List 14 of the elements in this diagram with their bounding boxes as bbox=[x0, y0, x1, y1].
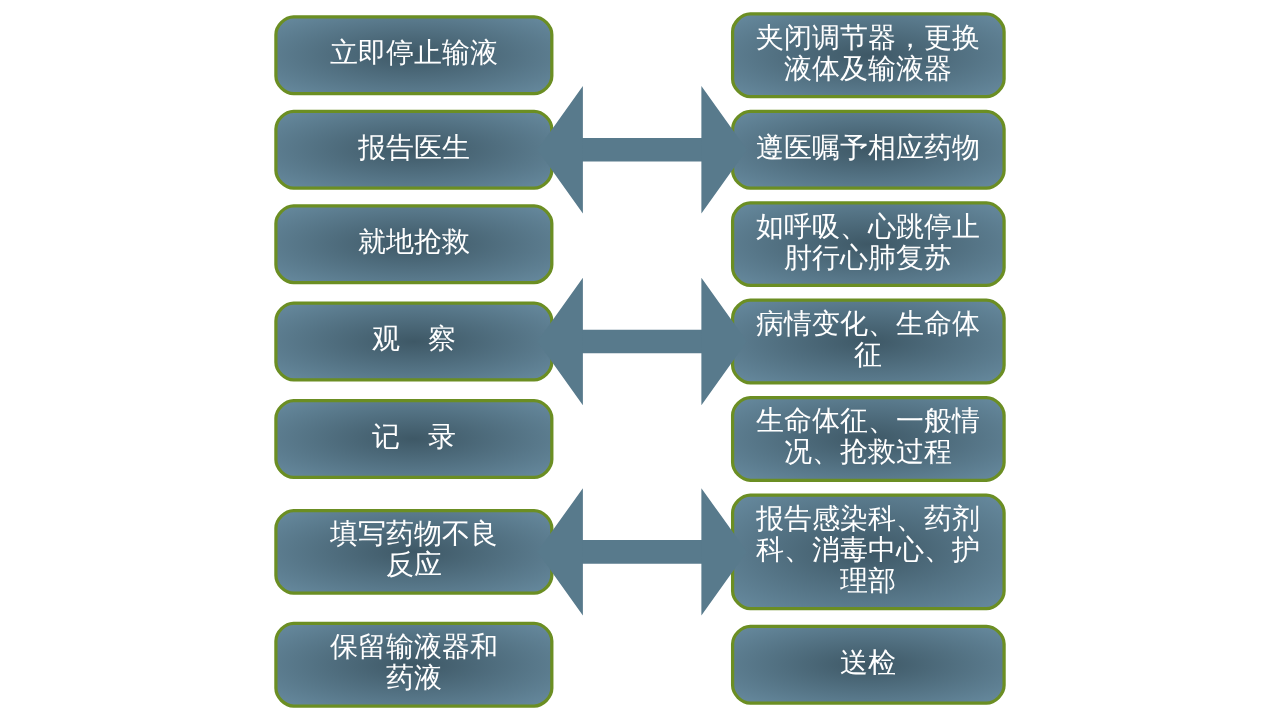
node-box: 报告感染科、药剂科、消毒中心、护理部 bbox=[730, 493, 1006, 611]
node-box: 如呼吸、心跳停止肘行心肺复苏 bbox=[730, 201, 1006, 288]
node-box: 报告医生 bbox=[274, 109, 554, 190]
node-box: 填写药物不良反应 bbox=[274, 508, 554, 595]
node-box: 保留输液器和药液 bbox=[274, 621, 554, 708]
node-box: 遵医嘱予相应药物 bbox=[730, 109, 1006, 190]
node-box: 立即停止输液 bbox=[274, 15, 554, 96]
node-box: 观 察 bbox=[274, 301, 554, 382]
node-box: 夹闭调节器，更换液体及输液器 bbox=[730, 12, 1006, 99]
node-box: 生命体征、一般情况、抢救过程 bbox=[730, 396, 1006, 482]
node-box: 送检 bbox=[730, 624, 1006, 705]
node-box: 记 录 bbox=[274, 398, 554, 479]
node-box: 就地抢救 bbox=[274, 204, 554, 285]
node-box: 病情变化、生命体征 bbox=[730, 298, 1006, 385]
